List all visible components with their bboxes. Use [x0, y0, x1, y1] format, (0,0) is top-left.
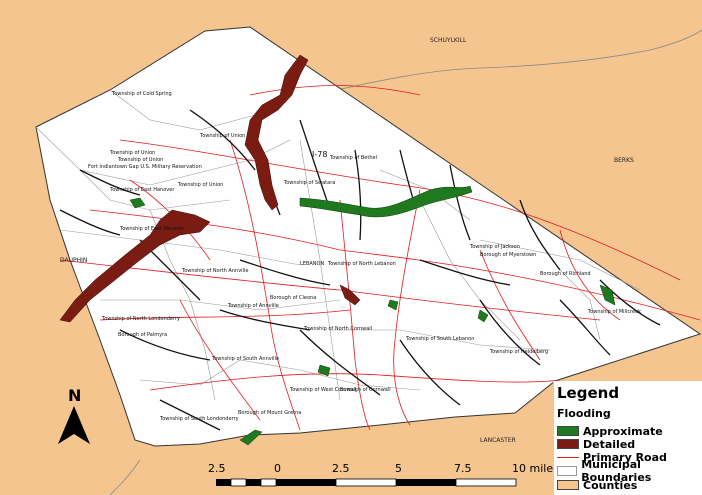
township-label: Township of Union [109, 150, 155, 156]
township-label: Township of Jackson [469, 244, 520, 250]
legend-label: Counties [583, 478, 638, 492]
township-label: Borough of Cornwall [340, 387, 391, 393]
county-label-schuylkill: SCHUYLKILL [430, 37, 467, 44]
township-label: Borough of Cleona [270, 295, 316, 301]
township-label: Township of North Annville [181, 268, 248, 274]
county-label-berks: BERKS [614, 157, 634, 164]
township-label: Borough of Mount Gretna [238, 410, 301, 416]
township-label: Township of Swatara [283, 180, 335, 186]
scale-label: 5 [395, 462, 402, 475]
scale-label: 2.5 [332, 462, 350, 475]
detailed-flood-zones [59, 54, 361, 323]
legend-item-municipal-boundaries: Municipal Boundaries [557, 458, 702, 484]
township-label: Township of South Lebanon [405, 336, 474, 342]
township-label: Borough of Myerstown [480, 252, 536, 258]
township-label: Township of North Cornwall [303, 326, 372, 332]
approximate-flood-zones [129, 185, 616, 446]
legend-panel: Legend Flooding Approximate Detailed Pri… [553, 381, 702, 495]
county-boundary-line [299, 29, 702, 99]
township-label: Township of South Annville [211, 356, 279, 362]
township-label: Township of West Cornwall [289, 387, 356, 393]
highway-label-i78: I-78 [312, 150, 327, 159]
legend-swatch-primary-road [557, 456, 579, 458]
township-label: LEBANON [300, 261, 324, 267]
north-arrow-icon [58, 406, 90, 444]
legend-label: Municipal Boundaries [581, 458, 652, 484]
county-label-dauphin: DAUPHIN [60, 257, 87, 264]
legend-swatch-approximate [557, 426, 579, 436]
township-label: Borough of Richland [540, 271, 591, 277]
legend-subtitle: Flooding [557, 407, 611, 420]
legend-swatch-municipal [557, 466, 578, 476]
scale-bar-segments [216, 478, 517, 487]
legend-label: Primary Road [583, 450, 667, 464]
scale-label: 2.5 [208, 462, 226, 475]
legend-item-detailed: Detailed [557, 437, 636, 451]
township-label: Township of North Lebanon [327, 261, 396, 267]
township-label: Township of Cold Spring [111, 91, 172, 97]
township-label: Township of Millcreek [587, 309, 641, 315]
township-label: Township of East Hanover [119, 226, 185, 232]
primary-roads [59, 85, 701, 431]
county-label-lancaster: LANCASTER [480, 437, 516, 444]
north-arrow: N [58, 386, 90, 446]
north-arrow-letter: N [68, 386, 82, 405]
legend-label: Detailed [583, 437, 636, 451]
township-label: Township of Bethel [329, 155, 377, 161]
legend-title: Legend [557, 384, 620, 402]
scale-label: 10 miles [512, 462, 559, 475]
scale-label: 0 [274, 462, 281, 475]
legend-item-approximate: Approximate [557, 424, 663, 438]
legend-label: Approximate [583, 424, 663, 438]
township-label: Township of Union [117, 157, 163, 163]
scale-label: 7.5 [454, 462, 472, 475]
township-label: Borough of Palmyra [118, 332, 167, 338]
township-label: Township of Union [199, 133, 245, 139]
legend-item-counties: Counties [557, 478, 638, 492]
township-label: Fort Indiantown Gap U.S. Military Reserv… [88, 164, 202, 170]
township-label: Township of Annville [227, 303, 279, 309]
township-label: Township of Union [177, 182, 223, 188]
township-label: Township of Heidelberg [489, 349, 548, 355]
streams [59, 109, 661, 431]
legend-item-primary-road: Primary Road [557, 450, 667, 464]
township-label: Township of East Hanover [109, 187, 175, 193]
township-label: Township of North Londonderry [101, 316, 180, 322]
legend-swatch-detailed [557, 439, 579, 449]
township-label: Township of South Londonderry [159, 416, 239, 422]
scale-bar: 2.5 0 2.5 5 7.5 10 miles [200, 462, 559, 490]
county-boundary-line [109, 459, 141, 495]
lebanon-county-area [35, 26, 702, 447]
legend-swatch-counties [557, 480, 579, 490]
